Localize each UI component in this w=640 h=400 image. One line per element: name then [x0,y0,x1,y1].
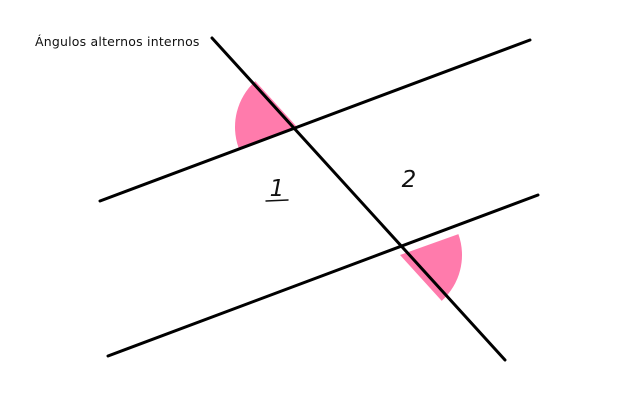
lower-parallel-line [106,193,540,358]
upper-parallel-line [98,38,532,203]
angle-1-label: 1 [270,176,285,202]
diagram-title: Ángulos alternos internos [35,34,200,49]
angle-2-label: 2 [402,167,417,193]
angle-1-sector [235,81,297,148]
angle-2-sector [400,234,462,301]
transversal-line [210,36,507,362]
angle-1-label-underline [265,199,289,202]
